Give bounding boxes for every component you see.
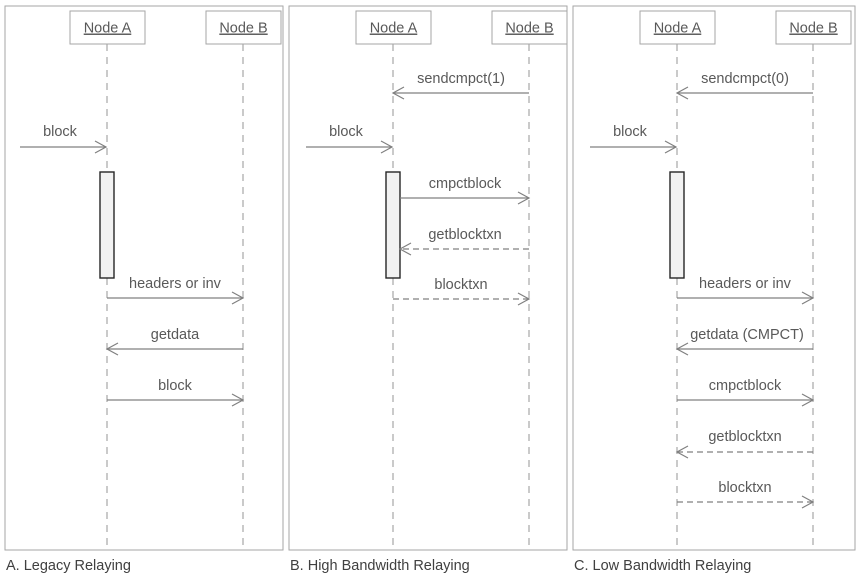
message-label: blocktxn [718, 480, 771, 496]
message-arrowhead [398, 242, 412, 256]
message-label: block [43, 124, 78, 140]
message-label: getblocktxn [708, 429, 781, 445]
message-label: cmpctblock [709, 378, 782, 394]
panel-caption: B. High Bandwidth Relaying [290, 558, 470, 574]
message-arrowhead [380, 140, 394, 154]
sequence-panel-c: Node A Node B sendcmpct(0) block headers or … [572, 5, 856, 574]
panel-frame [4, 5, 284, 551]
message-label: headers or inv [129, 276, 222, 292]
participant-label-nodeb: Node B [505, 21, 553, 37]
message-arrowhead [664, 140, 678, 154]
message-arrowhead [105, 342, 119, 356]
message-label: sendcmpct(0) [701, 71, 789, 87]
activation-bar [669, 171, 685, 279]
sequence-panel-b: Node A Node B sendcmpct(1) block cmpctblock g… [288, 5, 568, 574]
message-arrowhead [231, 291, 245, 305]
participant-box-nodea[interactable] [639, 10, 716, 45]
participant-label-nodeb: Node B [219, 21, 267, 37]
message-arrowhead [231, 393, 245, 407]
message-arrowhead [801, 495, 815, 509]
activation-bar [385, 171, 401, 279]
message-label: sendcmpct(1) [417, 71, 505, 87]
participant-box-nodea[interactable] [69, 10, 146, 45]
message-arrowhead [517, 191, 531, 205]
panel-frame [572, 5, 856, 551]
message-label: headers or inv [699, 276, 792, 292]
participant-box-nodea[interactable] [355, 10, 432, 45]
message-label: block [329, 124, 364, 140]
participant-box-nodeb[interactable] [491, 10, 568, 45]
panel-caption: A. Legacy Relaying [6, 558, 131, 574]
message-label: getdata (CMPCT) [690, 327, 804, 343]
activation-bar [99, 171, 115, 279]
participant-label-nodeb: Node B [789, 21, 837, 37]
message-arrowhead [391, 86, 405, 100]
participant-box-nodeb[interactable] [775, 10, 852, 45]
message-arrowhead [675, 445, 689, 459]
participant-box-nodeb[interactable] [205, 10, 282, 45]
message-label: block [158, 378, 193, 394]
message-arrowhead [801, 291, 815, 305]
sequence-panel-a: Node A Node B block headers or inv getdata bl… [4, 5, 284, 574]
message-label: cmpctblock [429, 176, 502, 192]
message-label: getblocktxn [428, 227, 501, 243]
message-arrowhead [675, 342, 689, 356]
message-label: getdata [151, 327, 200, 343]
message-label: blocktxn [434, 277, 487, 293]
participant-label-nodea: Node A [654, 21, 702, 37]
message-arrowhead [517, 292, 531, 306]
panels-layer: Node A Node B block headers or inv getdata bl… [4, 5, 856, 574]
panel-frame [288, 5, 568, 551]
participant-label-nodea: Node A [370, 21, 418, 37]
message-arrowhead [675, 86, 689, 100]
participant-label-nodea: Node A [84, 21, 132, 37]
panel-caption: C. Low Bandwidth Relaying [574, 558, 751, 574]
message-arrowhead [801, 393, 815, 407]
message-arrowhead [94, 140, 108, 154]
message-label: block [613, 124, 648, 140]
